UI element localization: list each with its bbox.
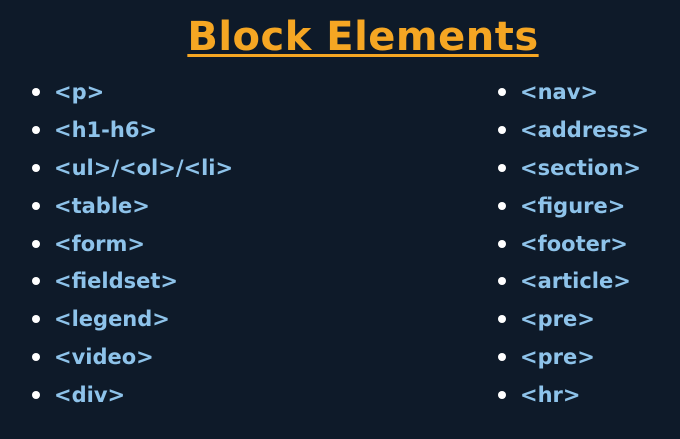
list-item: <video> xyxy=(32,338,233,376)
list-item-label: <section> xyxy=(520,155,641,180)
bullet-icon xyxy=(498,239,506,248)
bullet-icon xyxy=(32,87,40,96)
list-item: <div> xyxy=(32,376,233,414)
list-item: <h1-h6> xyxy=(32,111,233,149)
list-item: <fieldset> xyxy=(32,262,233,300)
bullet-icon xyxy=(498,353,506,362)
list-item: <figure> xyxy=(498,187,649,225)
bullet-icon xyxy=(32,201,40,210)
list-item: <p> xyxy=(32,73,233,111)
list-item-label: <video> xyxy=(54,345,154,370)
list-item-label: <div> xyxy=(54,383,126,408)
bullet-icon xyxy=(498,315,506,324)
list-item-label: <pre> xyxy=(520,307,595,332)
list-item-label: <fieldset> xyxy=(54,269,179,294)
bullet-icon xyxy=(32,125,40,134)
list-item-label: <h1-h6> xyxy=(54,117,158,142)
bullet-icon xyxy=(498,125,506,134)
list-item: <hr> xyxy=(498,376,649,414)
list-item-label: <figure> xyxy=(520,193,626,218)
bullet-icon xyxy=(32,315,40,324)
bullet-icon xyxy=(32,391,40,400)
list-item-label: <footer> xyxy=(520,231,628,256)
bullet-icon xyxy=(32,163,40,172)
bullet-icon xyxy=(498,277,506,286)
bullet-icon xyxy=(32,239,40,248)
list-item-label: <p> xyxy=(54,79,105,104)
list-item: <article> xyxy=(498,262,649,300)
list-item: <pre> xyxy=(498,338,649,376)
list-item: <nav> xyxy=(498,73,649,111)
bullet-icon xyxy=(498,87,506,96)
list-item-label: <form> xyxy=(54,231,145,256)
bullet-icon xyxy=(498,391,506,400)
list-item-label: <hr> xyxy=(520,383,581,408)
list-item-label: <nav> xyxy=(520,79,599,104)
list-item: <section> xyxy=(498,149,649,187)
list-item: <footer> xyxy=(498,225,649,263)
list-item: <legend> xyxy=(32,300,233,338)
right-element-list: <nav> <address> <section> <figure> <foot… xyxy=(498,73,649,414)
left-element-list: <p> <h1-h6> <ul>/<ol>/<li> <table> <form… xyxy=(32,73,233,414)
list-item: <table> xyxy=(32,187,233,225)
list-item-label: <legend> xyxy=(54,307,170,332)
list-item-label: <pre> xyxy=(520,345,595,370)
bullet-icon xyxy=(32,277,40,286)
list-item-label: <table> xyxy=(54,193,150,218)
slide-title: Block Elements xyxy=(187,14,539,60)
bullet-icon xyxy=(32,353,40,362)
list-item: <form> xyxy=(32,225,233,263)
bullet-icon xyxy=(498,163,506,172)
list-item: <address> xyxy=(498,111,649,149)
list-item-label: <ul>/<ol>/<li> xyxy=(54,155,234,180)
list-item: <ul>/<ol>/<li> xyxy=(32,149,233,187)
list-item-label: <article> xyxy=(520,269,631,294)
list-item-label: <address> xyxy=(520,117,650,142)
bullet-icon xyxy=(498,201,506,210)
list-item: <pre> xyxy=(498,300,649,338)
